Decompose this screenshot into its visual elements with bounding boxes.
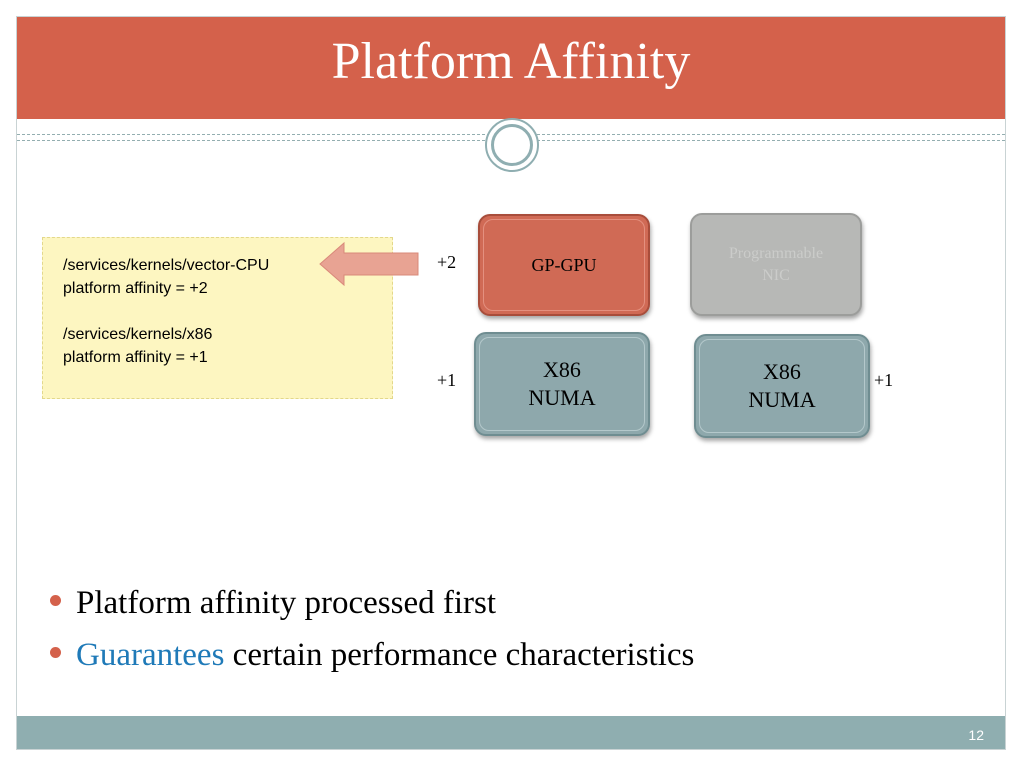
page-number: 12 xyxy=(968,727,984,743)
circle-ornament-inner xyxy=(491,124,533,166)
nic-chip-label-line2: NIC xyxy=(762,266,790,284)
left-arrow-icon xyxy=(319,241,419,287)
x86-numa-chip-left: X86 NUMA xyxy=(474,332,650,436)
affinity-note-box: /services/kernels/vector-CPU platform af… xyxy=(42,237,393,399)
bullet-item: Platform affinity processed first xyxy=(50,585,990,637)
bullet-dot-icon xyxy=(50,595,61,606)
gpgpu-chip-label: GP-GPU xyxy=(531,254,597,275)
gpgpu-chip: GP-GPU xyxy=(478,214,650,316)
note-line-affinity-vector: platform affinity = +2 xyxy=(63,280,208,297)
x86-left-label-line1: X86 xyxy=(543,357,581,382)
slide-title: Platform Affinity xyxy=(331,33,691,90)
bullet-dot-icon xyxy=(50,647,61,658)
x86-left-affinity-score: +1 xyxy=(437,370,457,390)
bullet-item: Guarantees certain performance character… xyxy=(50,637,990,689)
title-bar xyxy=(17,17,1005,119)
bullet-text: certain performance characteristics xyxy=(224,637,695,673)
x86-numa-chip-right: X86 NUMA xyxy=(694,334,870,438)
bullet-list: Platform affinity processed first Guaran… xyxy=(50,585,990,689)
footer-bar xyxy=(17,716,1005,749)
nic-chip-label-line1: Programmable xyxy=(728,244,824,262)
bullet-text: Platform affinity processed first xyxy=(76,585,497,621)
note-line-spacer xyxy=(63,300,392,323)
x86-right-affinity-score: +1 xyxy=(874,370,894,390)
gpgpu-affinity-score: +2 xyxy=(437,252,457,272)
x86-right-label-line1: X86 xyxy=(763,359,801,384)
x86-right-label-line2: NUMA xyxy=(748,387,816,412)
programmable-nic-chip: Programmable NIC xyxy=(690,213,862,316)
bullet-accent-text: Guarantees xyxy=(76,637,225,673)
x86-left-label-line2: NUMA xyxy=(528,385,596,410)
note-line-affinity-x86: platform affinity = +1 xyxy=(63,349,208,366)
note-line-path-vector: /services/kernels/vector-CPU xyxy=(63,257,270,274)
note-line-path-x86: /services/kernels/x86 xyxy=(63,326,213,343)
